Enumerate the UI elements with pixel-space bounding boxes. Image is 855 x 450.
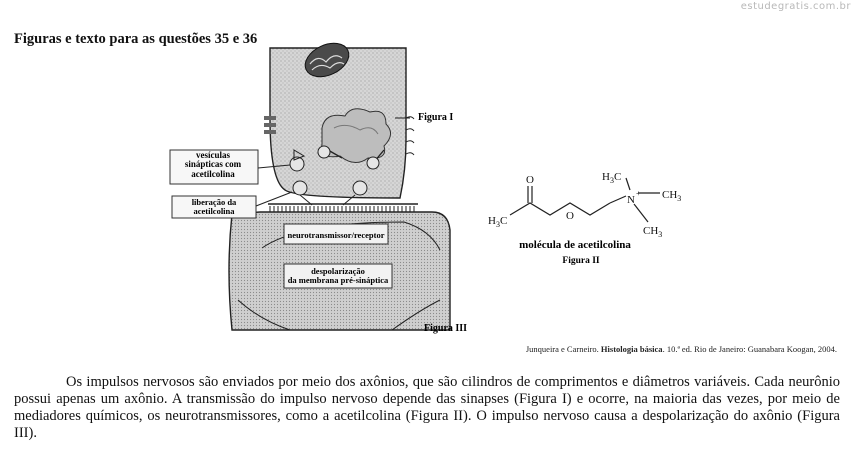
acetylcholine-atom-labels: O O H3C H3C N + CH3 CH3 [488, 171, 681, 239]
paragraph-text: Os impulsos nervosos são enviados por me… [14, 374, 840, 441]
section-heading: Figuras e texto para as questões 35 e 36 [14, 31, 258, 47]
atom-o-carbonyl: O [526, 174, 534, 186]
atom-n: N [627, 194, 635, 206]
citation-authors: Junqueira e Carneiro. [525, 344, 601, 354]
vesicles-label-2: sinápticas com [185, 159, 242, 169]
presynaptic-terminal [264, 42, 415, 206]
atom-h3c-top: H3C [602, 171, 621, 185]
depolarization-label-1: despolarização [311, 266, 365, 276]
release-label-1: liberação da [192, 197, 237, 207]
release-label-2: acetilcolina [193, 206, 235, 216]
citation-book-title: Histologia básica [600, 344, 663, 354]
atom-h3c-left: H3C [488, 215, 507, 229]
citation-publisher: . 10.ª ed. Rio de Janeiro: Guanabara Koo… [662, 344, 837, 354]
figure-2-caption: molécula de acetilcolina [519, 239, 631, 251]
figure-3-title: Figura III [424, 323, 467, 334]
figure-2-title: Figura II [562, 256, 600, 266]
vesicles-label-3: acetilcolina [191, 169, 235, 179]
atom-o-ester: O [566, 210, 574, 222]
receptor-label: neurotransmissor/receptor [288, 230, 385, 240]
atom-n-charge: + [636, 189, 641, 198]
postsynaptic-membrane [228, 211, 451, 331]
acetylcholine-molecule [509, 177, 660, 223]
atom-ch3-right: CH3 [662, 189, 681, 203]
acetylcholine-synthesis-cloud [321, 108, 391, 163]
mitochondrion-shape [304, 42, 350, 78]
release-callout [171, 191, 293, 219]
vesicles-callout [169, 149, 291, 185]
body-paragraph: Os impulsos nervosos são enviados por me… [14, 374, 840, 442]
atom-ch3-bottom: CH3 [643, 225, 662, 239]
vesicles-label-1: vesículas [196, 150, 230, 160]
figure-1-title: Figura I [418, 112, 453, 123]
watermark-text: estudegratis.com.br [740, 1, 851, 12]
depolarization-label-2: da membrana pré-sináptica [288, 275, 389, 285]
figure-citation: Junqueira e Carneiro. Histologia básica.… [526, 344, 837, 354]
